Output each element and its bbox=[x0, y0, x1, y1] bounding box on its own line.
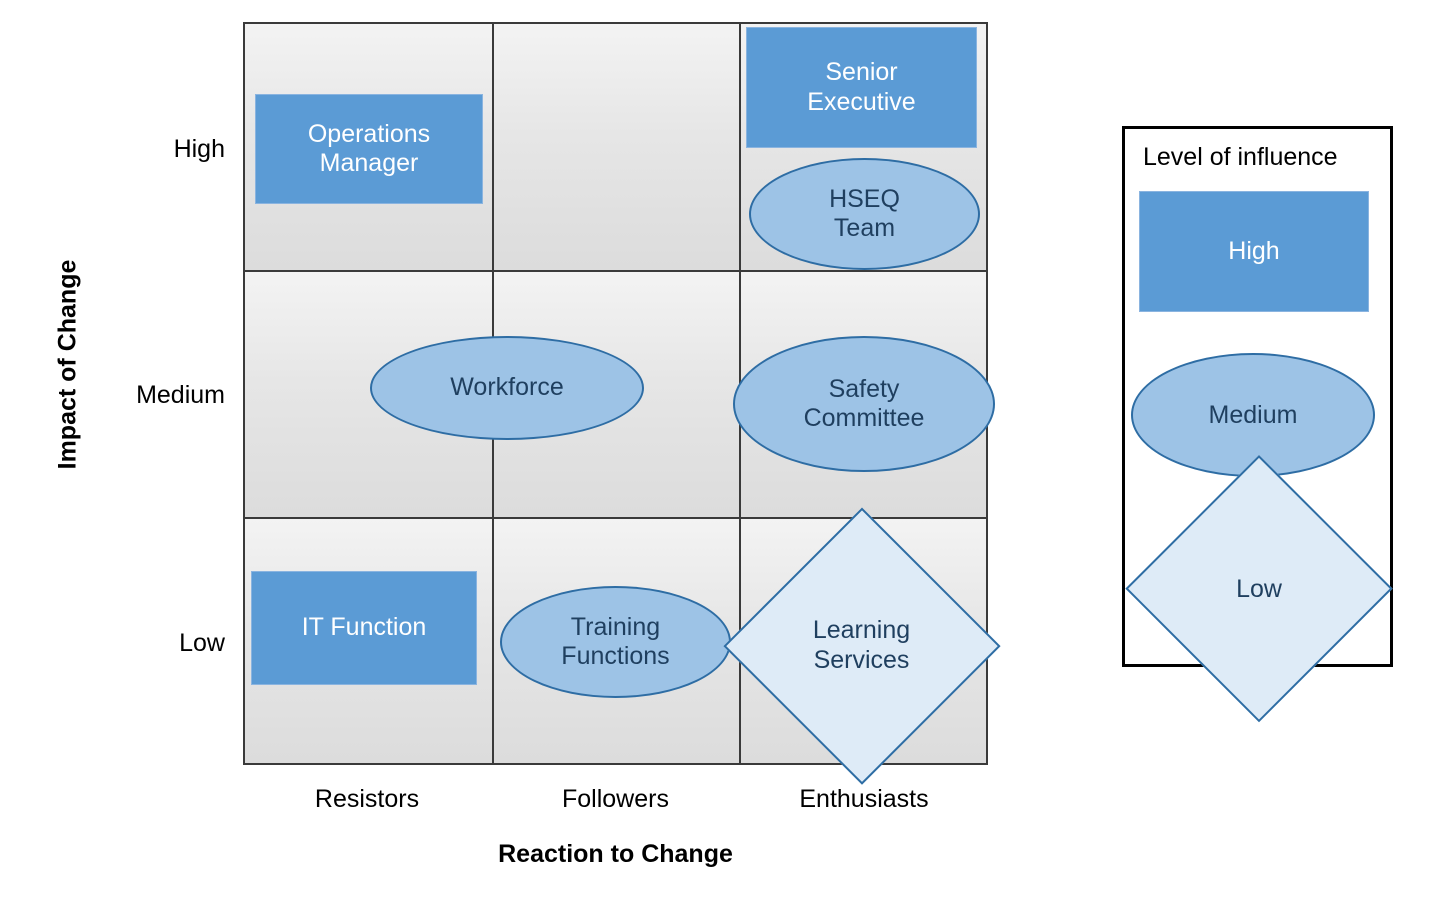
node-workforce-label: Workforce bbox=[450, 373, 564, 402]
y-axis-title: Impact of Change bbox=[53, 259, 82, 470]
label-line-1: Training bbox=[570, 612, 661, 641]
node-senior-executive[interactable]: Senior Executive bbox=[746, 27, 977, 148]
legend-item-low-label: Low bbox=[1236, 574, 1282, 603]
label-line-1: HSEQ bbox=[829, 184, 900, 213]
label-line-2: Team bbox=[833, 214, 896, 242]
label-line-2: Functions bbox=[561, 642, 670, 670]
cell-followers-high bbox=[492, 24, 739, 271]
label-line-1: Senior bbox=[825, 58, 898, 86]
node-training-functions[interactable]: Training Functions bbox=[500, 586, 731, 698]
label-line-2: Executive bbox=[807, 87, 916, 116]
node-hseq-team[interactable]: HSEQ Team bbox=[749, 158, 980, 270]
x-tick-enthusiasts: Enthusiasts bbox=[799, 785, 929, 813]
node-learning-services[interactable]: Learning Services bbox=[723, 507, 1000, 784]
node-workforce[interactable]: Workforce bbox=[370, 336, 644, 440]
legend-item-medium[interactable]: Medium bbox=[1131, 353, 1375, 477]
node-senior-executive-label: Senior Executive bbox=[807, 58, 915, 117]
node-operations-manager[interactable]: Operations Manager bbox=[255, 94, 483, 204]
legend-title: Level of influence bbox=[1143, 143, 1338, 171]
y-tick-low: Low bbox=[179, 629, 225, 657]
node-safety-committee[interactable]: Safety Committee bbox=[733, 336, 995, 472]
node-training-functions-label: Training Functions bbox=[561, 613, 669, 672]
node-safety-committee-label: Safety Committee bbox=[804, 375, 925, 434]
node-it-function-label: IT Function bbox=[301, 613, 427, 642]
node-hseq-team-label: HSEQ Team bbox=[829, 185, 900, 244]
x-axis-title: Reaction to Change bbox=[498, 840, 733, 868]
label-line-1: Learning bbox=[812, 616, 911, 644]
y-tick-high: High bbox=[173, 135, 225, 163]
label-line-2: Services bbox=[813, 645, 910, 674]
label-line-2: Manager bbox=[319, 149, 419, 177]
legend-item-high[interactable]: High bbox=[1139, 191, 1369, 312]
label-line-2: Committee bbox=[803, 404, 925, 432]
label-line-1: Operations bbox=[307, 119, 431, 148]
node-learning-services-label: Learning Services bbox=[813, 616, 910, 675]
node-it-function[interactable]: IT Function bbox=[251, 571, 477, 685]
legend-item-medium-label: Medium bbox=[1208, 400, 1298, 429]
legend-item-high-label: High bbox=[1228, 237, 1280, 265]
label-line-1: Safety bbox=[828, 374, 900, 403]
legend-item-low[interactable]: Low bbox=[1125, 455, 1393, 723]
legend-panel: Level of influence High Medium Low bbox=[1122, 126, 1393, 723]
y-tick-medium: Medium bbox=[136, 381, 225, 409]
node-operations-manager-label: Operations Manager bbox=[308, 120, 430, 179]
x-tick-followers: Followers bbox=[562, 785, 669, 813]
x-tick-resistors: Resistors bbox=[314, 785, 420, 813]
